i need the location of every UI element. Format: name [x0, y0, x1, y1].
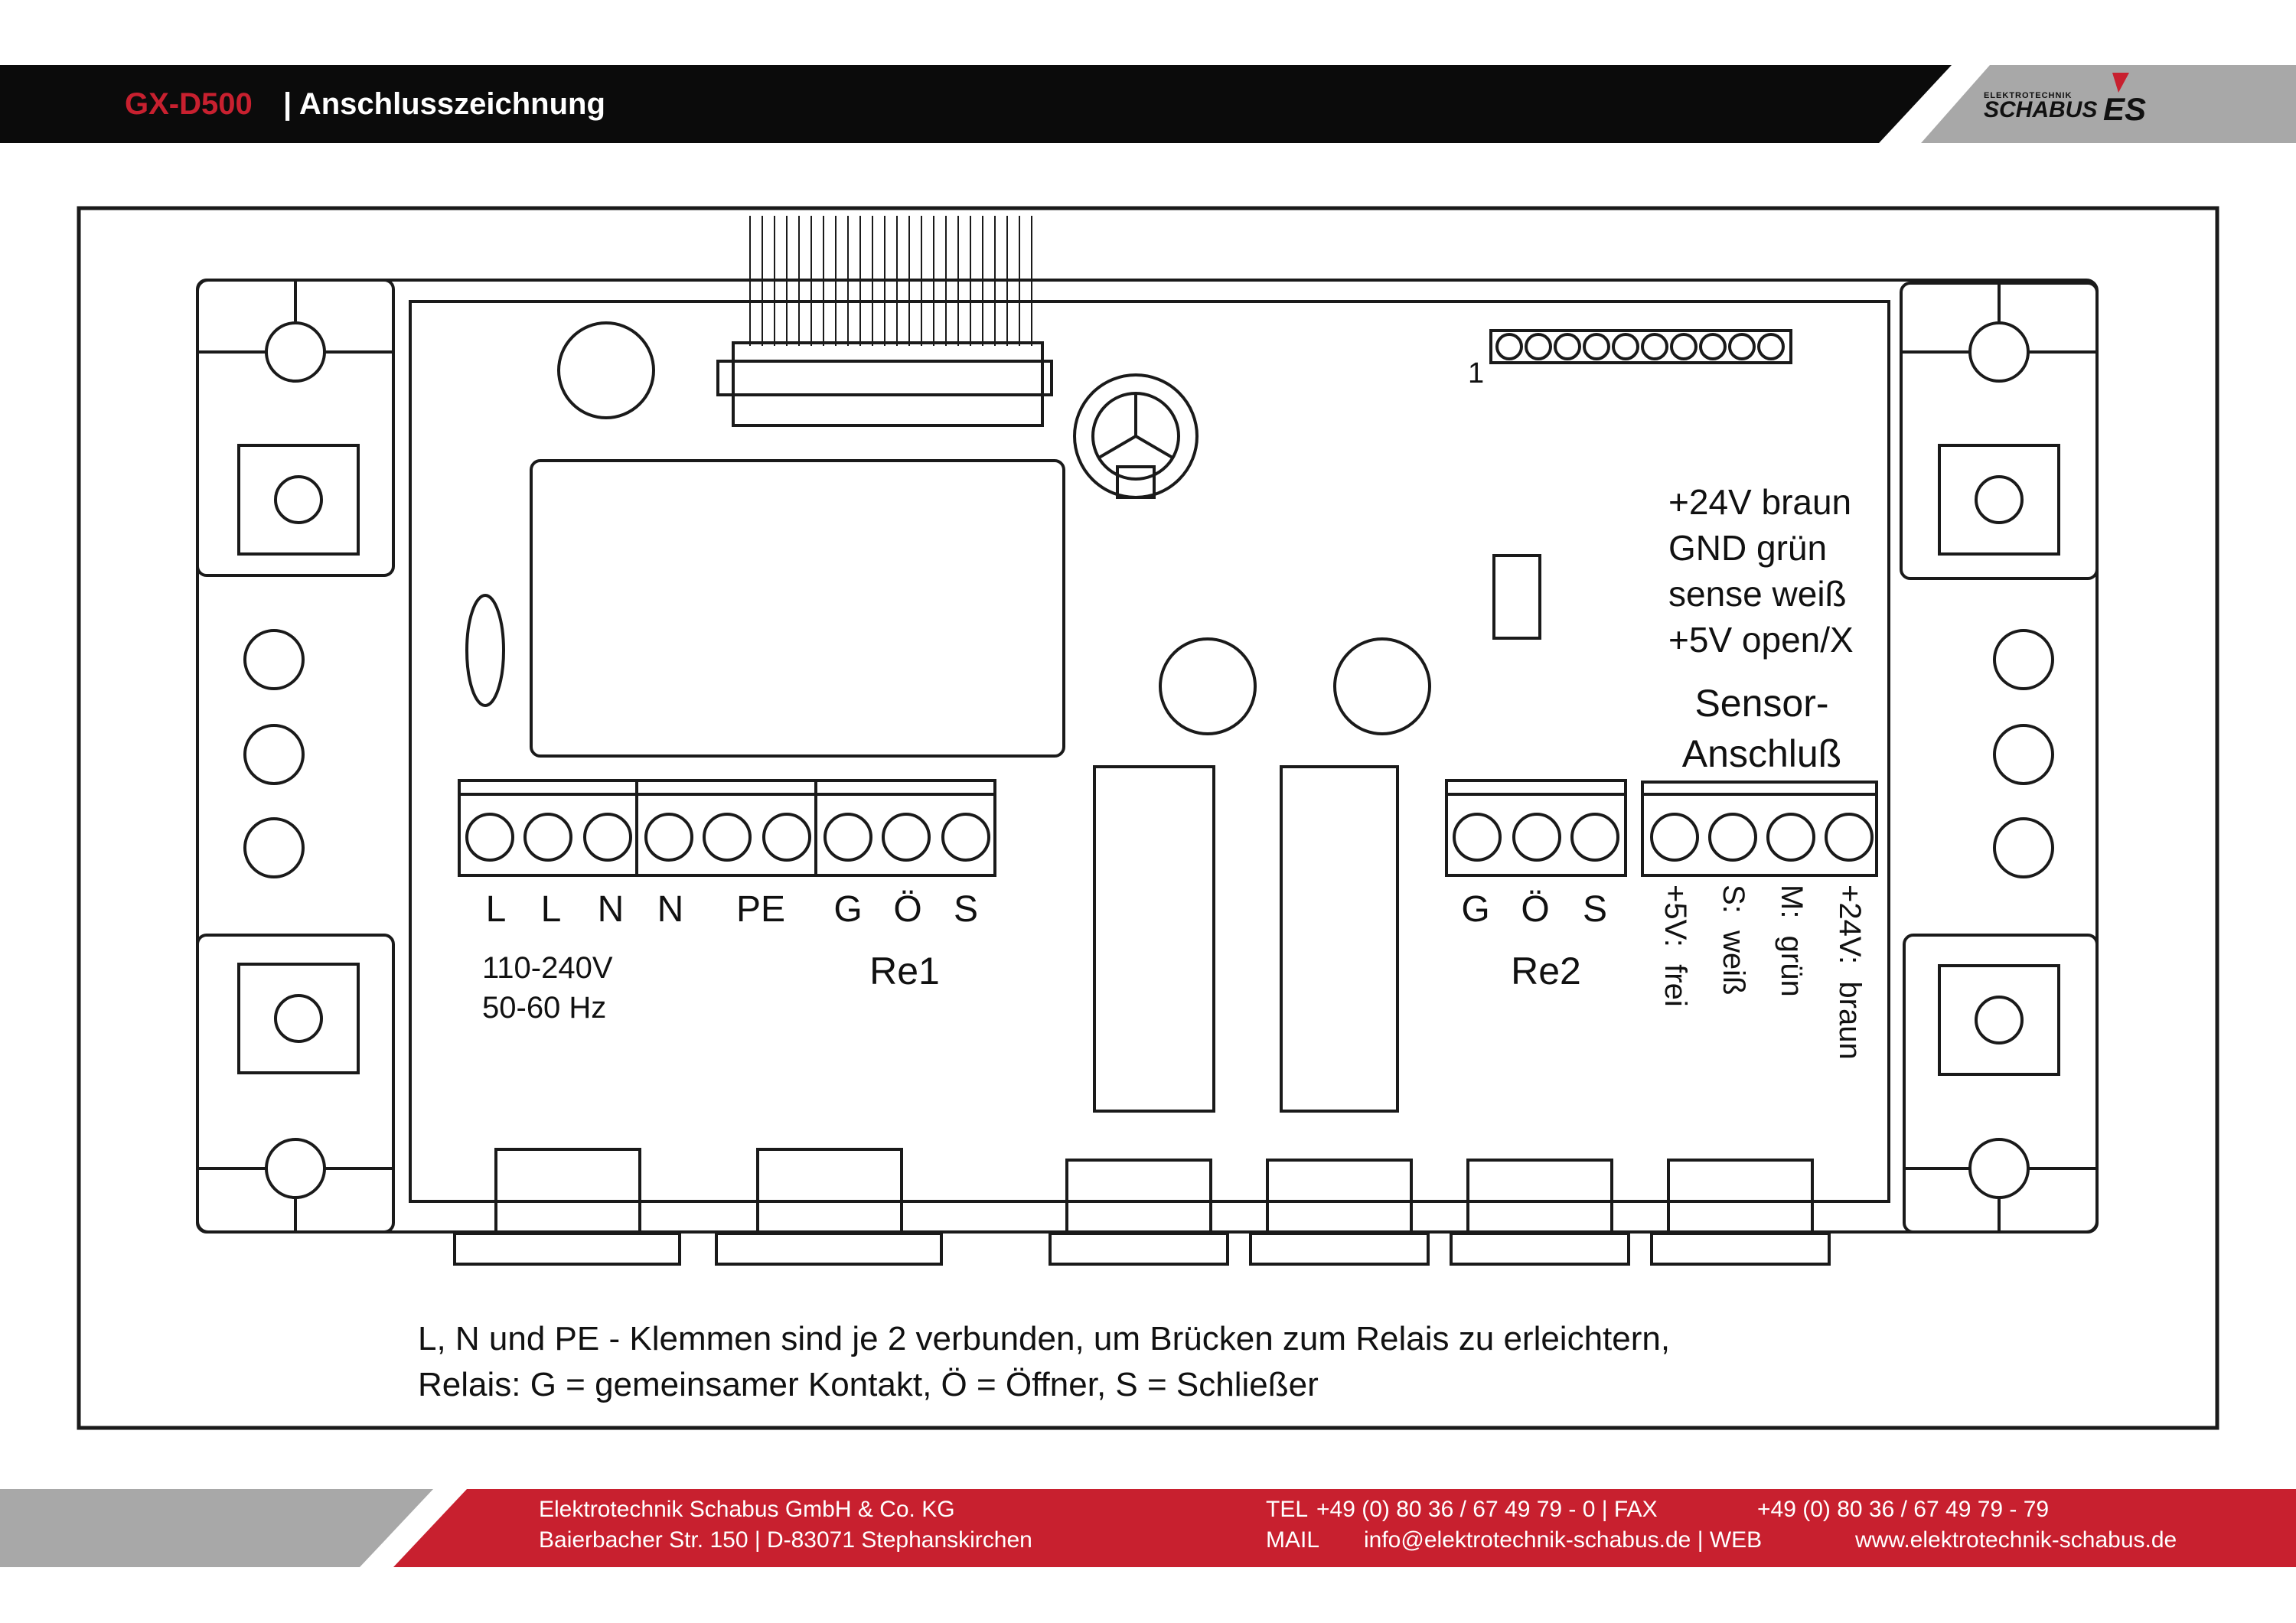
ribbon-cable — [749, 216, 1032, 346]
re2-label: Re2 — [1511, 950, 1581, 992]
footer-fax: +49 (0) 80 36 / 67 49 79 - 79 — [1757, 1497, 2050, 1522]
logo-mark-triangle — [2112, 73, 2129, 93]
sensor-terminal-block — [1641, 781, 1878, 877]
power-spec-voltage: 110-240V — [482, 951, 613, 985]
mounting-square — [237, 444, 360, 556]
buzzer — [557, 321, 655, 419]
footer-bar — [0, 1489, 2296, 1567]
logo-mark: ES — [2103, 91, 2146, 127]
terminal-label-n1: N — [598, 889, 625, 930]
header-black-band — [0, 65, 1952, 143]
cable-gland-5 — [1450, 1159, 1630, 1266]
footer-company: Elektrotechnik Schabus GmbH & Co. KG — [539, 1497, 955, 1522]
cable-gland-3 — [1049, 1159, 1229, 1266]
note-line-2: Relais: G = gemeinsamer Kontakt, Ö = Öff… — [418, 1366, 1319, 1403]
header-bar: ELEKTROTECHNIK SCHABUS ES — [0, 65, 2296, 143]
footer-web[interactable]: www.elektrotechnik-schabus.de — [1855, 1527, 2177, 1553]
footer-tel-label: TEL — [1266, 1497, 1309, 1522]
footer-red-band — [393, 1489, 2296, 1567]
pin1-label: 1 — [1468, 357, 1484, 389]
ribbon-connector — [732, 341, 1044, 427]
sensor-title-2: Anschluß — [1682, 732, 1841, 775]
capacitor-2 — [1333, 637, 1431, 735]
sensor-info-2: GND grün — [1668, 528, 1827, 568]
small-component — [1492, 554, 1541, 640]
logo-name: SCHABUS — [1984, 97, 2097, 122]
screw-hole — [265, 1138, 326, 1199]
sensor-terminal-m: M: grün — [1775, 885, 1808, 997]
cable-gland-1 — [453, 1148, 681, 1266]
right-top-bracket — [1900, 282, 2099, 580]
terminal-label-n2: N — [657, 889, 684, 930]
re2-terminal-g: G — [1461, 889, 1489, 930]
footer-tel: +49 (0) 80 36 / 67 49 79 - 0 | FAX — [1316, 1497, 1658, 1522]
sensor-terminal-s: S: weiß — [1717, 885, 1750, 995]
mounting-square — [237, 963, 360, 1074]
company-logo: ELEKTROTECHNIK SCHABUS ES — [1984, 73, 2146, 127]
left-bottom-bracket — [196, 934, 395, 1234]
ribbon-connector-latch — [716, 360, 1053, 396]
sensor-title-1: Sensor- — [1694, 682, 1828, 725]
page-title: | Anschlusszeichnung — [283, 87, 605, 121]
re1-label: Re1 — [869, 950, 940, 992]
display-module — [530, 459, 1065, 758]
sensor-info-3: sense weiß — [1668, 574, 1847, 614]
mounting-square — [1938, 964, 2060, 1076]
sensor-info-4: +5V open/X — [1668, 620, 1854, 660]
capacitor-1 — [1159, 637, 1257, 735]
footer-mail-label: MAIL — [1266, 1527, 1320, 1553]
terminal-label-pe: PE — [736, 889, 785, 930]
re1-terminal-g: G — [833, 889, 862, 930]
sensor-pin-header — [1489, 329, 1792, 364]
logo-top-text: ELEKTROTECHNIK — [1984, 91, 2072, 100]
re1-terminal-oe: Ö — [893, 889, 921, 930]
re1-terminal-block — [814, 779, 996, 877]
product-name: GX-D500 — [125, 87, 253, 121]
mounting-square — [1938, 444, 2060, 556]
potentiometer — [1073, 373, 1199, 499]
power-terminal-block — [458, 779, 638, 877]
left-side-holes — [243, 629, 305, 878]
relay-1 — [1093, 765, 1215, 1113]
terminal-label-l2: L — [541, 889, 562, 930]
cable-gland-2 — [715, 1148, 943, 1266]
left-top-bracket — [196, 279, 395, 577]
right-bottom-bracket — [1903, 934, 2099, 1234]
terminal-label-l1: L — [486, 889, 507, 930]
right-side-holes — [1993, 629, 2054, 878]
footer-address: Baierbacher Str. 150 | D-83071 Stephansk… — [539, 1527, 1032, 1553]
screw-hole — [1968, 321, 2030, 383]
footer-gray-band — [0, 1489, 433, 1567]
cable-gland-6 — [1650, 1159, 1831, 1266]
footer-mail[interactable]: info@elektrotechnik-schabus.de | WEB — [1364, 1527, 1763, 1553]
sensor-info-1: +24V braun — [1668, 482, 1851, 522]
power-spec-frequency: 50-60 Hz — [482, 991, 606, 1025]
note-line-1: L, N und PE - Klemmen sind je 2 verbunde… — [418, 1320, 1670, 1357]
re2-terminal-s: S — [1583, 889, 1607, 930]
relay-2 — [1280, 765, 1399, 1113]
re2-terminal-block — [1445, 779, 1627, 877]
cable-gland-4 — [1249, 1159, 1430, 1266]
pcb — [409, 300, 1890, 1203]
header-gray-band — [1921, 65, 2296, 143]
capacitor-oval — [465, 594, 505, 707]
re1-terminal-s: S — [954, 889, 978, 930]
re2-terminal-oe: Ö — [1521, 889, 1549, 930]
outer-frame — [77, 206, 2219, 1430]
screw-hole — [265, 321, 326, 383]
sensor-terminal-24v: +24V: braun — [1833, 885, 1867, 1060]
pe-terminal-block — [635, 779, 817, 877]
sensor-terminal-5v: +5V: frei — [1658, 885, 1692, 1007]
screw-hole — [1968, 1138, 2030, 1199]
